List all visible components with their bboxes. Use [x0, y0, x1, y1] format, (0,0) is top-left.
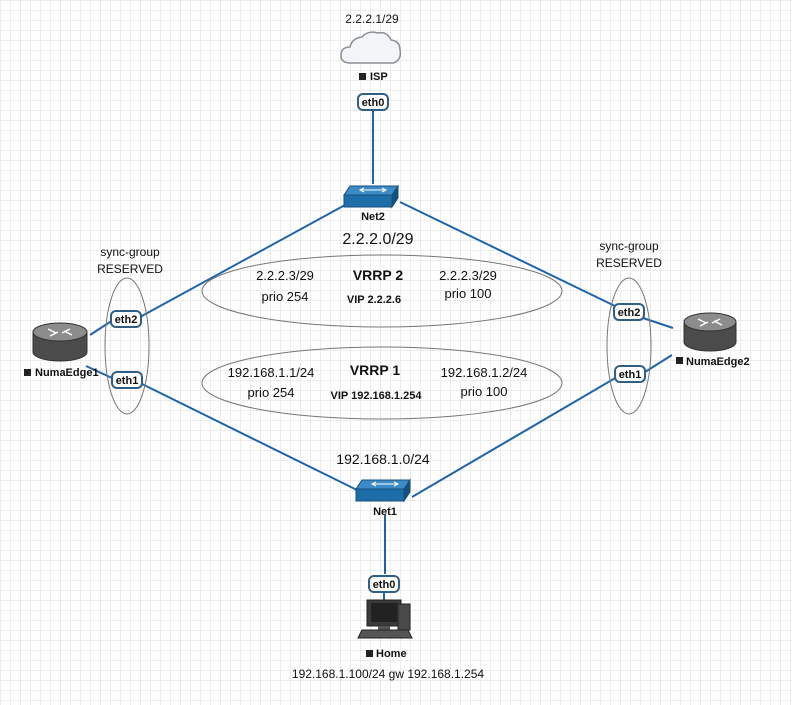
- vrrp2-right-prio: prio 100: [445, 286, 492, 301]
- numaedge1-router-icon[interactable]: [32, 322, 88, 362]
- net2-subnet: 2.2.2.0/29: [342, 231, 413, 248]
- isp-label: ISP: [370, 71, 388, 83]
- numaedge1-sync-line2: RESERVED: [97, 262, 163, 276]
- link-edge2-eth2-router[interactable]: [642, 317, 674, 329]
- vrrp1-right-prio: prio 100: [461, 384, 508, 399]
- home-computer-icon[interactable]: [357, 599, 413, 639]
- svg-text:eth2: eth2: [115, 314, 138, 326]
- net1-label: Net1: [373, 506, 397, 518]
- link-edge2-eth1-router[interactable]: [644, 354, 673, 373]
- svg-text:eth0: eth0: [362, 97, 385, 109]
- numaedge2-eth1-port[interactable]: eth1: [614, 365, 646, 383]
- isp-status-square: [359, 73, 366, 80]
- numaedge2-sync-line1: sync-group: [599, 239, 659, 253]
- vrrp2-right-ip: 2.2.2.3/29: [439, 268, 497, 283]
- numaedge1-eth2-port[interactable]: eth2: [110, 310, 142, 328]
- vrrp1-ellipse: [201, 346, 563, 420]
- numaedge2-status-square: [676, 357, 683, 364]
- numaedge1-sync-line1: sync-group: [100, 245, 160, 259]
- sync-group-ellipse-edge1: [104, 277, 150, 415]
- link-net2-edge2[interactable]: [399, 201, 618, 308]
- link-edge1-eth2-router[interactable]: [89, 319, 114, 336]
- isp-address: 2.2.2.1/29: [345, 12, 399, 26]
- home-eth0-port[interactable]: eth0: [368, 575, 400, 593]
- vrrp2-title: VRRP 2: [353, 267, 404, 283]
- numaedge1-status-square: [24, 369, 31, 376]
- vrrp2-vip: VIP 2.2.2.6: [347, 294, 401, 306]
- home-address: 192.168.1.100/24 gw 192.168.1.254: [292, 667, 484, 681]
- svg-text:eth2: eth2: [618, 307, 641, 319]
- svg-text:eth0: eth0: [373, 579, 396, 591]
- vrrp1-vip: VIP 192.168.1.254: [331, 390, 423, 402]
- vrrp2-left-prio: prio 254: [262, 289, 309, 304]
- numaedge2-sync-line2: RESERVED: [596, 256, 662, 270]
- home-label: Home: [376, 648, 407, 660]
- link-edge2-net1[interactable]: [411, 376, 618, 498]
- isp-cloud-icon[interactable]: [340, 31, 402, 64]
- svg-text:eth1: eth1: [116, 375, 139, 387]
- svg-text:eth1: eth1: [619, 369, 642, 381]
- link-edge1-net1[interactable]: [139, 382, 358, 491]
- vrrp2-left-ip: 2.2.2.3/29: [256, 268, 314, 283]
- links: [85, 110, 674, 574]
- net1-subnet: 192.168.1.0/24: [336, 451, 430, 467]
- vrrp1-left-prio: prio 254: [248, 385, 295, 400]
- numaedge1-label: NumaEdge1: [35, 367, 99, 379]
- vrrp1-left-ip: 192.168.1.1/24: [228, 365, 315, 380]
- net2-switch-icon[interactable]: [343, 184, 399, 209]
- link-net2-edge1[interactable]: [139, 204, 346, 318]
- isp-eth0-port[interactable]: eth0: [357, 93, 389, 111]
- numaedge1-eth1-port[interactable]: eth1: [111, 371, 143, 389]
- numaedge2-router-icon[interactable]: [683, 312, 737, 352]
- net2-label: Net2: [361, 211, 385, 223]
- numaedge2-eth2-port[interactable]: eth2: [613, 303, 645, 321]
- home-status-square: [366, 650, 373, 657]
- sync-group-ellipse-edge2: [606, 277, 652, 415]
- net1-switch-icon[interactable]: [355, 478, 411, 503]
- vrrp1-right-ip: 192.168.1.2/24: [441, 365, 528, 380]
- vrrp2-ellipse: [201, 254, 563, 328]
- vrrp1-title: VRRP 1: [350, 362, 401, 378]
- numaedge2-label: NumaEdge2: [686, 356, 750, 368]
